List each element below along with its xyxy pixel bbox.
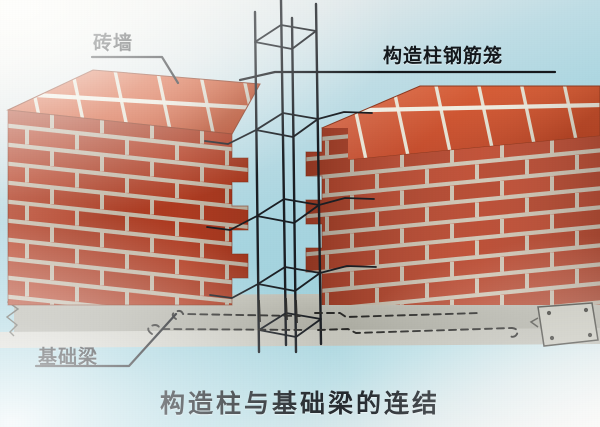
figure-caption: 构造柱与基础梁的连结 [0, 384, 600, 420]
leader-brick-wall [92, 57, 178, 83]
leader-foundation-beam [36, 314, 176, 366]
leader-cage [240, 72, 379, 80]
